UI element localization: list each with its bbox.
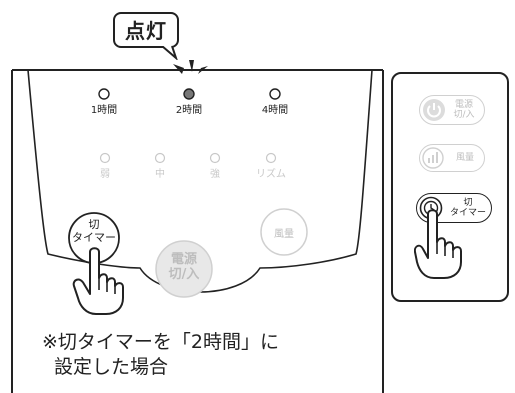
remote-power-icon (423, 99, 445, 121)
led-fan-rhythm (265, 152, 277, 164)
led-fan-weak-label: 弱 (100, 169, 110, 180)
lit-callout: 点灯 (113, 12, 179, 48)
remote-control-box (391, 72, 509, 302)
led-fan-strong-label: 強 (210, 169, 220, 180)
timer-button[interactable]: 切 タイマー (70, 218, 118, 244)
led-fan-weak (99, 152, 111, 164)
led-fan-strong (209, 152, 221, 164)
power-button-line2: 切/入 (168, 267, 200, 282)
led-fan-mid (154, 152, 166, 164)
power-button[interactable]: 電源 切/入 (157, 252, 211, 282)
led-fan-mid-label: 中 (155, 169, 165, 180)
remote-power-button[interactable] (419, 95, 485, 125)
caption-line1: ※切タイマーを「2時間」に (42, 331, 280, 353)
callout-pointer (161, 46, 178, 60)
pointing-hand-icon (72, 247, 124, 315)
power-button-ring (155, 240, 213, 298)
led-1h (98, 88, 110, 100)
remote-power-label: 電源切/入 (453, 100, 475, 120)
remote-pointing-hand-icon (414, 209, 462, 279)
lit-sparkle-icon (173, 60, 208, 74)
led-4h (269, 88, 281, 100)
led-2h-label: 2時間 (175, 105, 203, 116)
fan-button[interactable]: 風量 (262, 225, 306, 240)
remote-fan-label: 風量 (455, 153, 474, 163)
remote-fan-button[interactable] (419, 144, 485, 172)
led-1h-label: 1時間 (90, 105, 118, 116)
fan-button-label: 風量 (274, 229, 294, 240)
led-2h (183, 88, 195, 100)
power-button-line1: 電源 (170, 252, 197, 267)
timer-button-line1: 切 (88, 218, 100, 231)
remote-timer-label: 切タイマー (449, 198, 486, 218)
remote-fan-icon (422, 147, 444, 169)
caption-line2: 設定した場合 (54, 356, 169, 378)
led-fan-rhythm-label: リズム (256, 169, 286, 180)
fan-button-ring (260, 208, 308, 256)
caption: ※切タイマーを「2時間」に 設定した場合 (42, 330, 352, 380)
led-4h-label: 4時間 (261, 105, 289, 116)
remote-timer-button[interactable] (416, 193, 492, 223)
timer-button-line2: タイマー (72, 231, 116, 244)
